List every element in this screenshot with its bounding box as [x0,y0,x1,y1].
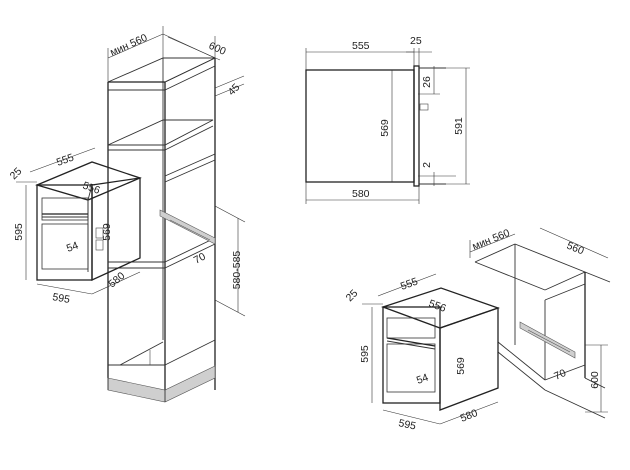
dim-uc-oven-width: 595 [397,417,417,432]
dim-oven-front: 25 [8,165,25,182]
dim-oven-body-height: 569 [101,223,113,241]
dim-cabinet-top: 45 [226,81,243,98]
tall-cabinet [107,57,216,403]
dim-side-depth: 555 [352,40,370,52]
dim-oven-depth: 555 [55,151,76,168]
dim-vent-depth: 70 [192,250,208,266]
dim-side-body-height: 569 [379,119,391,137]
dim-oven-height: 595 [13,223,25,241]
dim-side-bottom-depth: 580 [352,188,370,200]
dim-side-top-offset: 26 [421,76,433,88]
dim-uc-niche-height: 600 [589,371,601,389]
dim-oven-body-depth: 580 [106,270,127,291]
dim-side-bottom-gap: 2 [421,162,433,168]
dim-uc-oven-depth-bottom: 580 [459,407,480,425]
dim-uc-depth: 560 [565,240,586,258]
dim-cabinet-width: мин 560 [108,32,149,59]
dim-uc-width: мин 560 [471,227,512,253]
dim-side-front: 25 [410,35,422,47]
undercounter-oven [381,287,500,411]
dim-uc-oven-depth: 555 [399,275,420,292]
dim-uc-handle-offset: 54 [415,371,430,386]
dim-uc-inner-width: 556 [427,298,448,315]
dim-side-total-height: 591 [453,117,465,135]
side-view: 555 25 569 26 591 2 580 [305,35,470,204]
dim-oven-inner-width: 556 [81,180,102,197]
dim-oven-width: 595 [51,291,70,306]
dim-uc-body-height: 569 [455,357,467,375]
tall-cabinet-dimensions: мин 560 600 45 555 25 556 595 569 54 580… [8,26,246,317]
undercounter-cabinet [474,243,611,419]
left-oven [35,161,142,282]
dim-handle-offset: 54 [65,239,80,254]
dim-niche-height: 580-585 [231,251,243,290]
dim-uc-vent: 70 [552,367,568,383]
dim-cabinet-depth: 600 [207,40,228,58]
dim-uc-oven-height: 595 [359,345,371,363]
dim-uc-front: 25 [344,287,361,304]
